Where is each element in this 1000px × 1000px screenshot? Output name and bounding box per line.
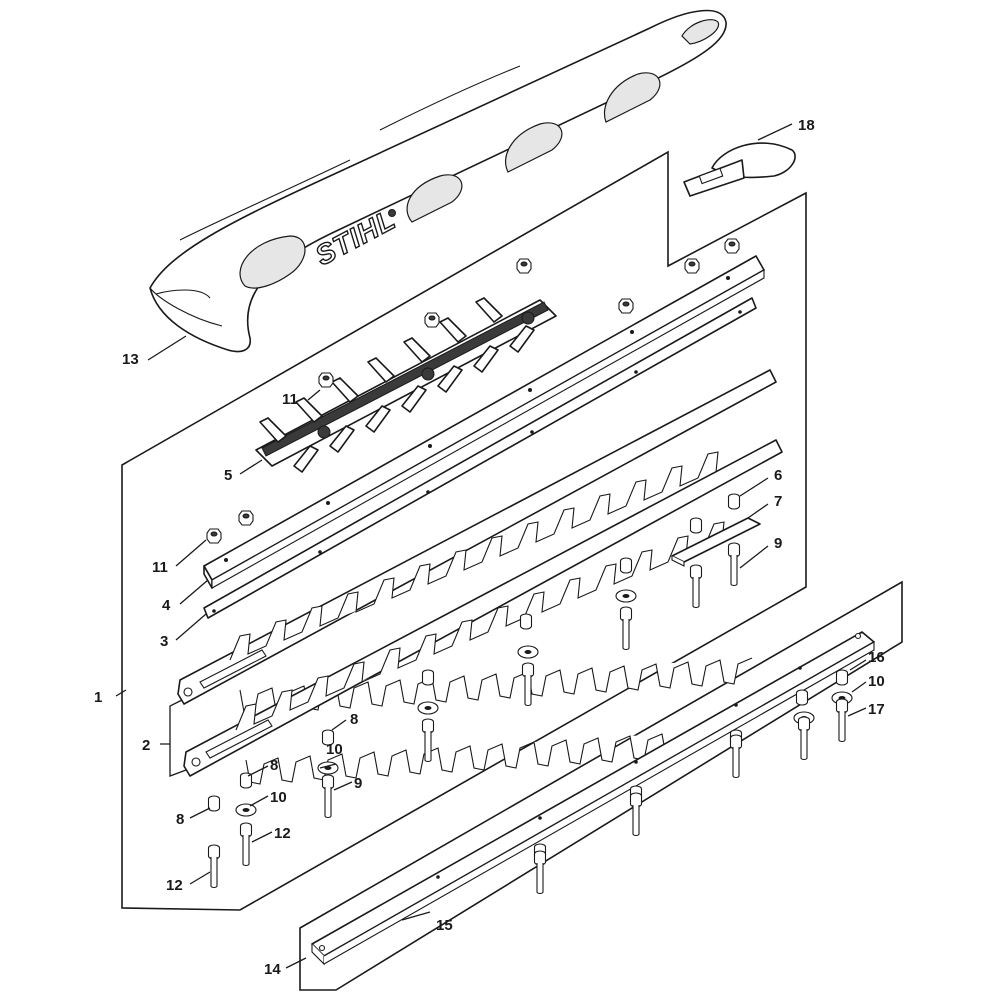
callout-17[interactable]: 17 <box>868 701 885 718</box>
callout-12-left[interactable]: 12 <box>166 877 183 894</box>
gear-drive-assembly <box>255 297 557 473</box>
callout-16[interactable]: 16 <box>868 649 885 666</box>
callout-8-upper[interactable]: 8 <box>350 711 358 728</box>
leader-lines <box>115 123 867 969</box>
callout-11-upper[interactable]: 11 <box>282 391 298 408</box>
callout-3[interactable]: 3 <box>160 633 168 650</box>
callout-14[interactable]: 14 <box>264 961 281 978</box>
spacer-strip <box>203 297 757 619</box>
callout-10-center[interactable]: 10 <box>326 741 343 758</box>
assembly-frame-14 <box>299 580 903 991</box>
small-retaining-plate <box>671 517 761 567</box>
callout-11-lower[interactable]: 11 <box>152 559 168 576</box>
callout-7[interactable]: 7 <box>774 493 782 510</box>
callout-15[interactable]: 15 <box>436 917 453 934</box>
callout-10-left[interactable]: 10 <box>270 789 287 806</box>
guard-end-cap <box>683 142 796 197</box>
callout-labels: 1 2 3 4 5 6 7 8 8 8 9 9 10 10 10 11 11 1… <box>94 117 885 978</box>
blade-guard-scabbard: STIHL <box>149 9 727 353</box>
callout-5[interactable]: 5 <box>224 467 232 484</box>
callout-12-right[interactable]: 12 <box>274 825 291 842</box>
callout-18[interactable]: 18 <box>798 117 815 134</box>
callout-9-center[interactable]: 9 <box>354 775 362 792</box>
callout-8-lower[interactable]: 8 <box>176 811 184 828</box>
callout-13[interactable]: 13 <box>122 351 139 368</box>
callout-2[interactable]: 2 <box>142 737 150 754</box>
callout-1[interactable]: 1 <box>94 689 102 706</box>
callout-6[interactable]: 6 <box>774 467 782 484</box>
assembly-frame-1 <box>121 150 807 911</box>
registered-mark-icon <box>388 209 396 217</box>
callout-4[interactable]: 4 <box>162 597 171 614</box>
callout-8-middle[interactable]: 8 <box>270 757 278 774</box>
upper-clamp-rail <box>203 255 765 589</box>
lower-guide-rail <box>311 631 875 966</box>
lower-cutting-blade <box>183 439 783 785</box>
callout-10-right[interactable]: 10 <box>868 673 885 690</box>
callout-9-right[interactable]: 9 <box>774 535 782 552</box>
